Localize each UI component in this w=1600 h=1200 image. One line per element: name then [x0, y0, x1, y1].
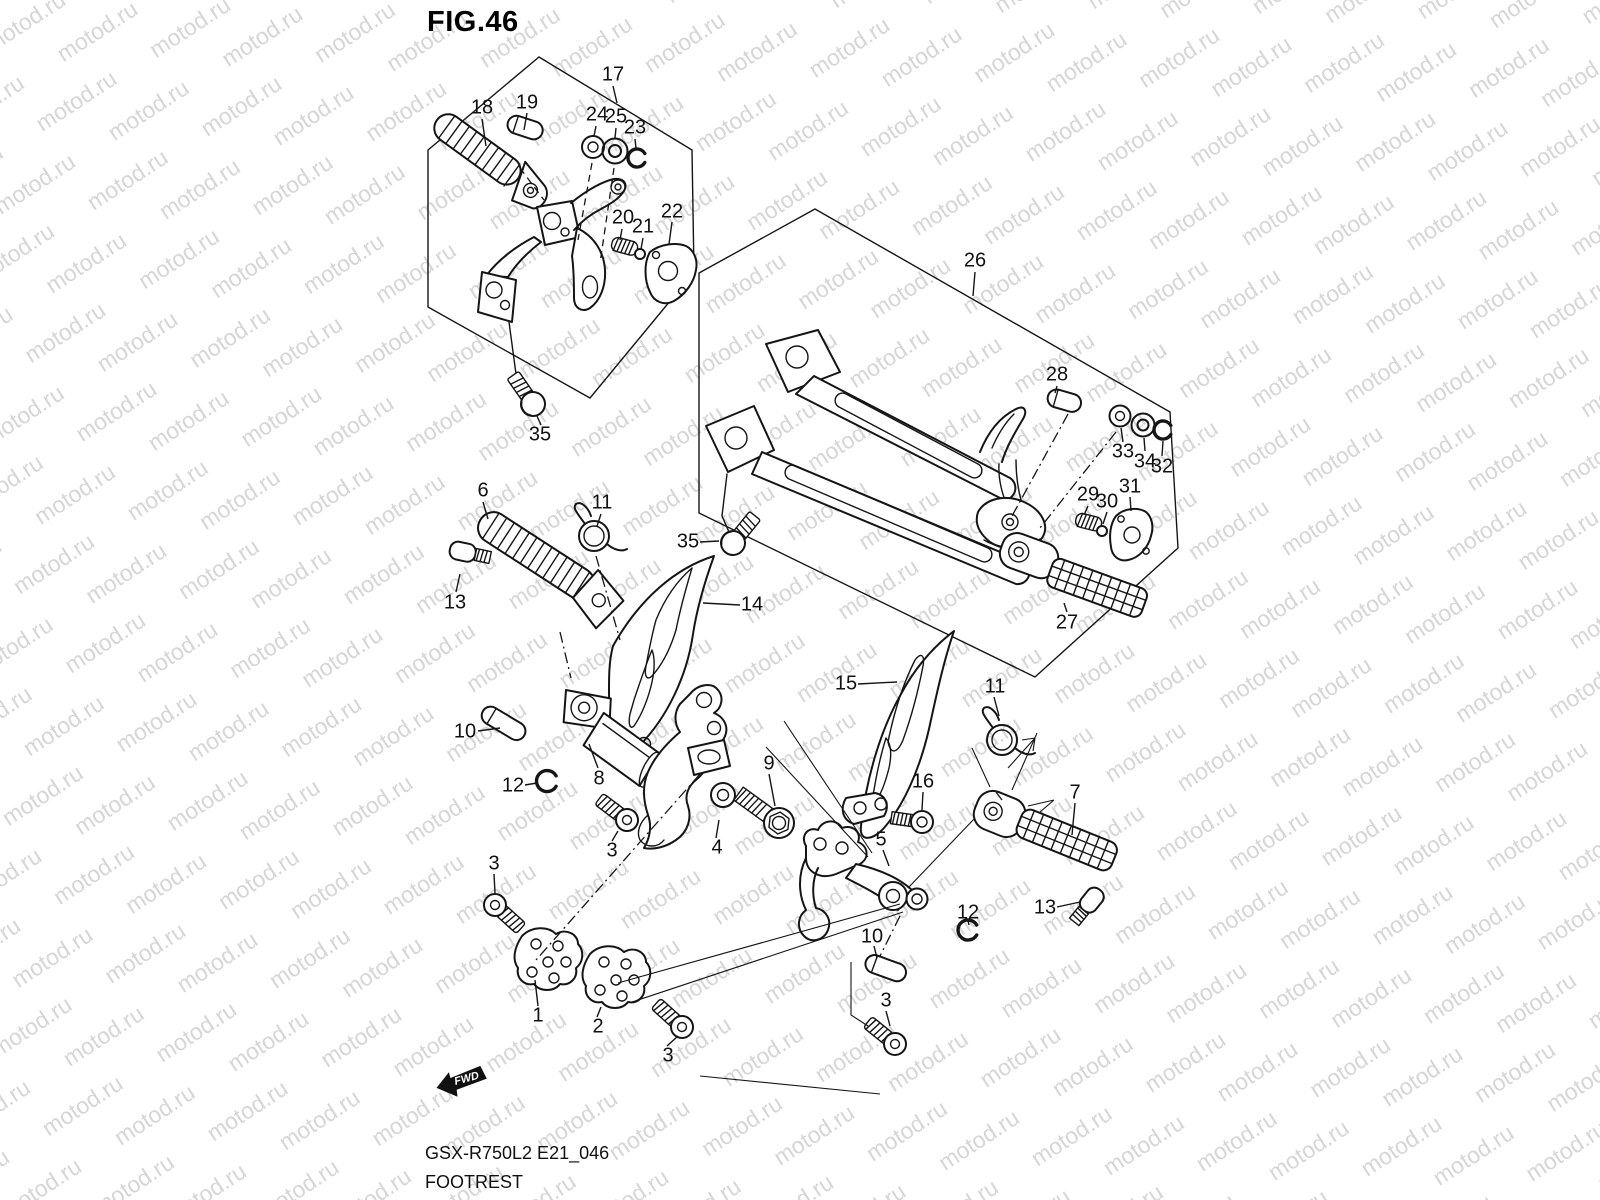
part-callout-16: 16 [911, 770, 935, 793]
e-clip-12-right [956, 918, 979, 942]
part-callout-24: 24 [585, 103, 609, 126]
screw-3-a [591, 789, 644, 837]
part-callout-2: 2 [592, 1015, 604, 1038]
front-footrest-peg-7 [972, 789, 1118, 872]
footrest-holder-8 [562, 689, 661, 788]
fwd-arrow: FWD [436, 1065, 487, 1097]
screw-3-b [478, 888, 530, 938]
holder-pin-10 [477, 702, 530, 745]
part-callout-34: 34 [1133, 450, 1157, 473]
part-callout-5: 5 [875, 828, 887, 851]
e-clip-12 [534, 768, 558, 794]
washer-25 [601, 137, 629, 165]
part-callout-23: 23 [623, 116, 647, 139]
part-callout-35: 35 [676, 530, 700, 553]
front-bracket-5 [798, 820, 929, 942]
part-callout-14: 14 [740, 593, 764, 616]
peg-bolt-13 [447, 539, 493, 568]
part-callout-3: 3 [488, 852, 500, 875]
part-callout-20: 20 [611, 206, 635, 229]
rear-peg-pin-28 [1046, 388, 1083, 413]
part-callout-3: 3 [606, 839, 618, 862]
holder-pin-10-right [864, 954, 908, 983]
part-callout-21: 21 [631, 215, 655, 238]
rear-bracket-arm-lower [705, 405, 1031, 586]
part-callout-8: 8 [593, 767, 605, 790]
part-callout-27: 27 [1055, 611, 1079, 634]
part-callout-15: 15 [834, 672, 858, 695]
front-footrest-peg-6 [477, 511, 625, 630]
figure-name: FOOTREST [425, 1172, 523, 1192]
part-callout-1: 1 [532, 1004, 544, 1027]
part-callout-9: 9 [763, 752, 775, 775]
part-callout-28: 28 [1045, 363, 1069, 386]
bracket-bolt-35-rear [715, 507, 766, 561]
part-callout-31: 31 [1118, 475, 1142, 498]
washer-24 [581, 135, 605, 159]
part-callout-26: 26 [963, 249, 987, 272]
part-callout-10: 10 [860, 925, 884, 948]
detent-plate-22 [644, 243, 698, 305]
part-callout-33: 33 [1111, 440, 1135, 463]
part-callout-25: 25 [604, 105, 628, 128]
part-callout-11: 11 [591, 491, 613, 514]
part-callout-22: 22 [660, 200, 684, 223]
detent-plate-31 [1109, 507, 1154, 562]
part-callout-18: 18 [470, 96, 494, 119]
washer-33 [1108, 404, 1132, 428]
pillion-footrest-bracket-17 [477, 177, 627, 390]
pillion-assembly-box [427, 56, 695, 399]
part-callout-10: 10 [453, 720, 477, 743]
rear-bracket-assembly-box [698, 208, 1179, 678]
bracket-bolt-9 [733, 786, 795, 839]
part-callout-12: 12 [501, 774, 525, 797]
return-spring-11-right [981, 706, 1036, 756]
screw-3-c [647, 994, 699, 1044]
part-callout-13: 13 [443, 591, 467, 614]
part-callout-6: 6 [477, 479, 489, 502]
part-callout-3: 3 [880, 989, 892, 1012]
detent-ball-30 [1096, 525, 1108, 537]
pillion-footrest-peg-18 [433, 113, 548, 210]
snap-ring-32 [1152, 419, 1173, 441]
model-code: GSX-R750L2 E21_046 [425, 1143, 610, 1163]
bracket-bolt-35 [502, 367, 551, 422]
rear-footrest-peg-27 [998, 532, 1149, 618]
part-callout-13: 13 [1033, 896, 1057, 919]
washer-34 [1130, 412, 1156, 438]
snap-ring-23 [626, 147, 647, 169]
part-callout-11: 11 [984, 675, 1006, 698]
guard-bolt-16 [889, 810, 934, 834]
heel-guard-15 [841, 630, 955, 839]
part-callout-4: 4 [711, 836, 723, 859]
rear-bracket-hook [979, 406, 1027, 509]
screw-3-d [859, 1012, 912, 1061]
part-callout-29: 29 [1076, 483, 1100, 506]
part-callout-35: 35 [528, 423, 552, 446]
part-callout-12: 12 [956, 901, 980, 924]
part-callout-17: 17 [601, 63, 625, 86]
clamp-plate-1 [513, 927, 584, 991]
callout-leader-lines [455, 85, 1164, 1047]
front-bracket-4 [637, 684, 736, 850]
peg-bolt-13-right [1066, 883, 1108, 929]
part-callout-19: 19 [515, 91, 539, 114]
detent-ball-21 [634, 248, 646, 260]
part-callout-30: 30 [1095, 490, 1119, 513]
part-callout-32: 32 [1150, 455, 1174, 478]
part-callout-7: 7 [1069, 781, 1081, 804]
figure-title: FIG.46 [427, 6, 519, 38]
part-callout-3: 3 [662, 1044, 674, 1067]
